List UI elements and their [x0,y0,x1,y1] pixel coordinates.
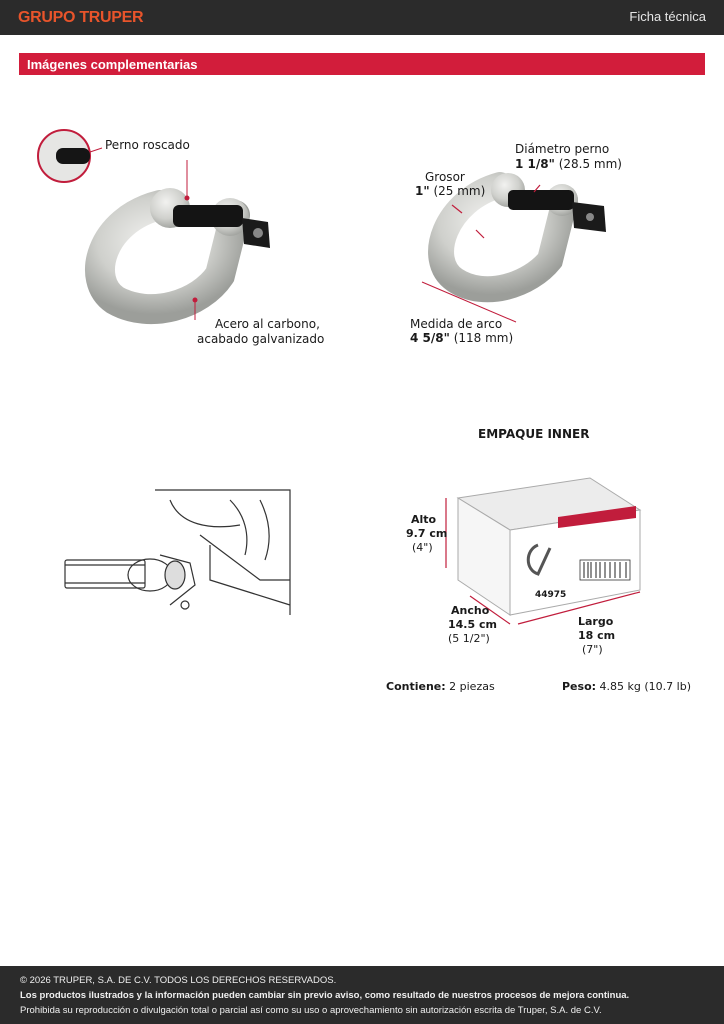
arc-label: Medida de arco [410,317,503,331]
thickness-value: 1" (25 mm) [415,184,486,198]
callout-pin: Perno roscado [105,138,190,152]
height-label: Alto [411,513,437,526]
thickness-label: Grosor [425,170,465,184]
shackle-image [37,129,270,325]
contents-info: Contiene: 2 piezas [386,680,495,693]
length-in: (7") [582,643,603,656]
width-label: Ancho [451,604,490,617]
section-title: Imágenes complementarias [27,57,198,72]
footer-notice: Los productos ilustrados y la informació… [20,990,630,1001]
brand-logo: GRUPO TRUPER [18,9,144,26]
height-cm: 9.7 cm [406,527,448,540]
shackle-dimensions-image [421,172,606,323]
pin-diameter-label: Diámetro perno [515,142,610,156]
section-header: Imágenes complementarias [19,53,705,75]
box-code: 44975 [535,590,567,600]
callout-material-line2: acabado galvanizado [197,332,325,346]
length-label: Largo [578,615,614,628]
package-title: EMPAQUE INNER [478,427,590,441]
callout-material-line1: Acero al carbono, [215,317,320,331]
header-bar: GRUPO TRUPER Ficha técnica [0,0,724,35]
document-type: Ficha técnica [629,9,706,24]
usage-illustration [64,489,291,615]
height-in: (4") [412,541,433,554]
footer-prohibition: Prohibida su reproducción o divulgación … [20,1005,602,1016]
pin-diameter-value: 1 1/8" (28.5 mm) [515,157,622,171]
arc-value: 4 5/8" (118 mm) [410,331,514,345]
weight-info: Peso: 4.85 kg (10.7 lb) [562,680,691,693]
width-cm: 14.5 cm [448,618,497,631]
package-box-image [445,477,642,625]
length-cm: 18 cm [578,629,616,642]
width-in: (5 1/2") [448,632,490,645]
footer-copyright: © 2026 TRUPER, S.A. DE C.V. TODOS LOS DE… [20,975,337,986]
footer: © 2026 TRUPER, S.A. DE C.V. TODOS LOS DE… [0,966,724,1024]
